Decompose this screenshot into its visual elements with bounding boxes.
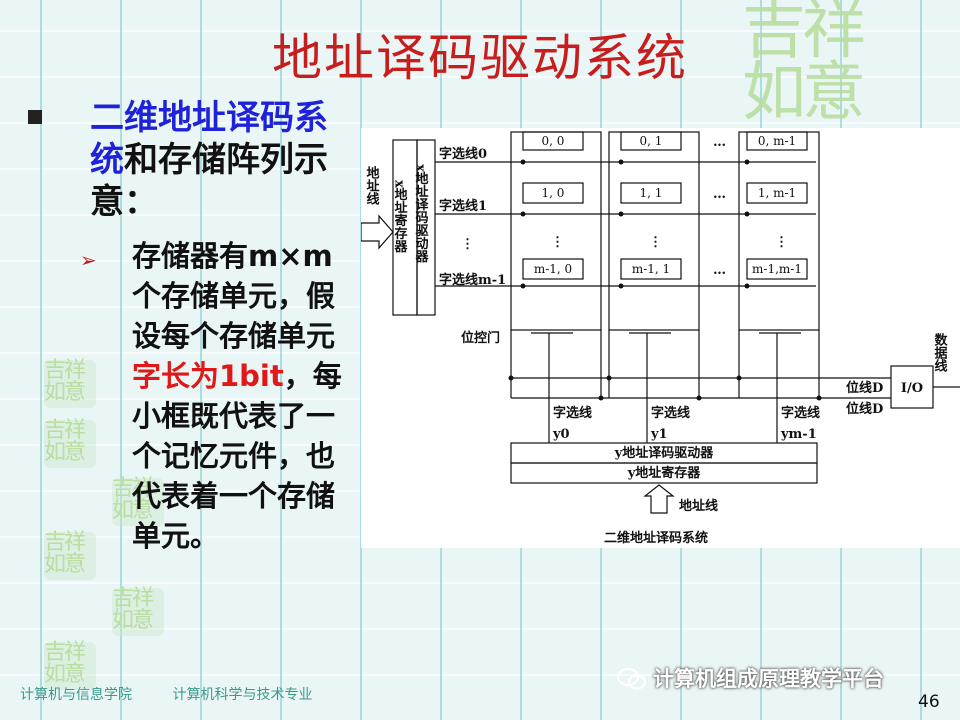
body-text-part2: ，每小框既代表了一个记忆元件，也代表着一个存储单元。 [132,359,342,553]
word-line-0: 字选线0 [439,146,487,162]
bit-line-label: 位线D [846,380,883,396]
memory-cell: 0, m-1 [758,134,796,148]
ellipsis-rowm: … [713,263,726,278]
bit-line-label: 位线D [846,401,883,417]
wechat-watermark: 计算机组成原理教学平台 [617,663,884,693]
decorative-seal-logo: 吉祥如意 [742,0,866,130]
word-line-m-1: 字选线m-1 [439,272,506,288]
decorative-seal-small: 吉祥如意 [44,420,96,468]
memory-cell: 0, 1 [640,134,663,148]
memory-cell: 0, 0 [542,134,565,148]
memory-cell: m-1,m-1 [752,262,802,276]
vdots-col1: ⋮ [649,235,662,250]
decorative-seal-small: 吉祥如意 [112,478,164,526]
y-line-label: y0 [552,427,570,442]
college-name: 计算机与信息学院 [20,687,132,703]
y-line-label: y1 [650,427,668,442]
slide-title: 地址译码驱动系统 [272,29,688,87]
y-select-label: 字选线 [781,405,820,421]
diagram-caption: 二维地址译码系统 [604,530,708,546]
ellipsis-row0: … [713,135,726,150]
vdots-col0: ⋮ [551,235,564,250]
decorative-seal-small: 吉祥如意 [44,642,96,690]
y-line-label: ym-1 [780,427,817,442]
memory-cell: 1, 0 [542,186,565,200]
body-text-part1: 存储器有m×m个存储单元，假设每个存储单元 [132,239,336,353]
y-select-label: 字选线 [553,405,592,421]
address-decoding-diagram: 地址线 x地址寄存器 x地址译码驱动器 字选线0 字选线1 字选线m-1 0, … [361,128,960,548]
memory-cell: 1, 1 [640,186,663,200]
bullet-square-icon [28,110,42,124]
ellipsis-row1: … [713,187,726,202]
word-line-1: 字选线1 [439,198,487,214]
decorative-seal-small: 吉祥如意 [112,588,164,636]
heading-highlight: 二维地址译码系统 [90,98,328,180]
x-register-label: x地址寄存器 [392,180,409,254]
wechat-icon [617,668,646,690]
memory-cell: 1, m-1 [758,186,796,200]
bit-gate-label: 位控门 [461,330,500,346]
y-address-line-label: 地址线 [679,498,718,514]
data-line-label: 数据线 [932,332,948,373]
section-heading: 二维地址译码系统和存储阵列示意： [90,97,350,223]
x-address-line-label: 地址线 [364,165,380,206]
vdots-x: ⋮ [461,237,474,252]
body-text-red: 字长为1bit [132,359,284,393]
y-register-label: y地址寄存器 [627,465,702,481]
vdots-colm: ⋮ [775,235,788,250]
major-name: 计算机科学与技术专业 [172,687,313,703]
memory-cell: m-1, 0 [534,262,572,276]
y-decoder-label: y地址译码驱动器 [614,445,715,461]
wechat-text: 计算机组成原理教学平台 [653,667,884,691]
y-select-label: 字选线 [651,405,690,421]
arrow-bullet-icon: ➢ [80,248,97,272]
heading-rest: 和存储阵列示意： [90,140,328,222]
decorative-seal-small: 吉祥如意 [44,360,96,408]
footer-left: 计算机与信息学院 计算机科学与技术专业 [20,684,348,704]
io-label: I/O [901,381,923,396]
body-text: 存储器有m×m个存储单元，假设每个存储单元字长为1bit，每小框既代表了一个记忆… [132,236,342,556]
page-number: 46 [918,692,940,712]
decorative-seal-small: 吉祥如意 [44,532,96,580]
x-decoder-label: x地址译码驱动器 [413,164,430,264]
memory-cell: m-1, 1 [632,262,670,276]
